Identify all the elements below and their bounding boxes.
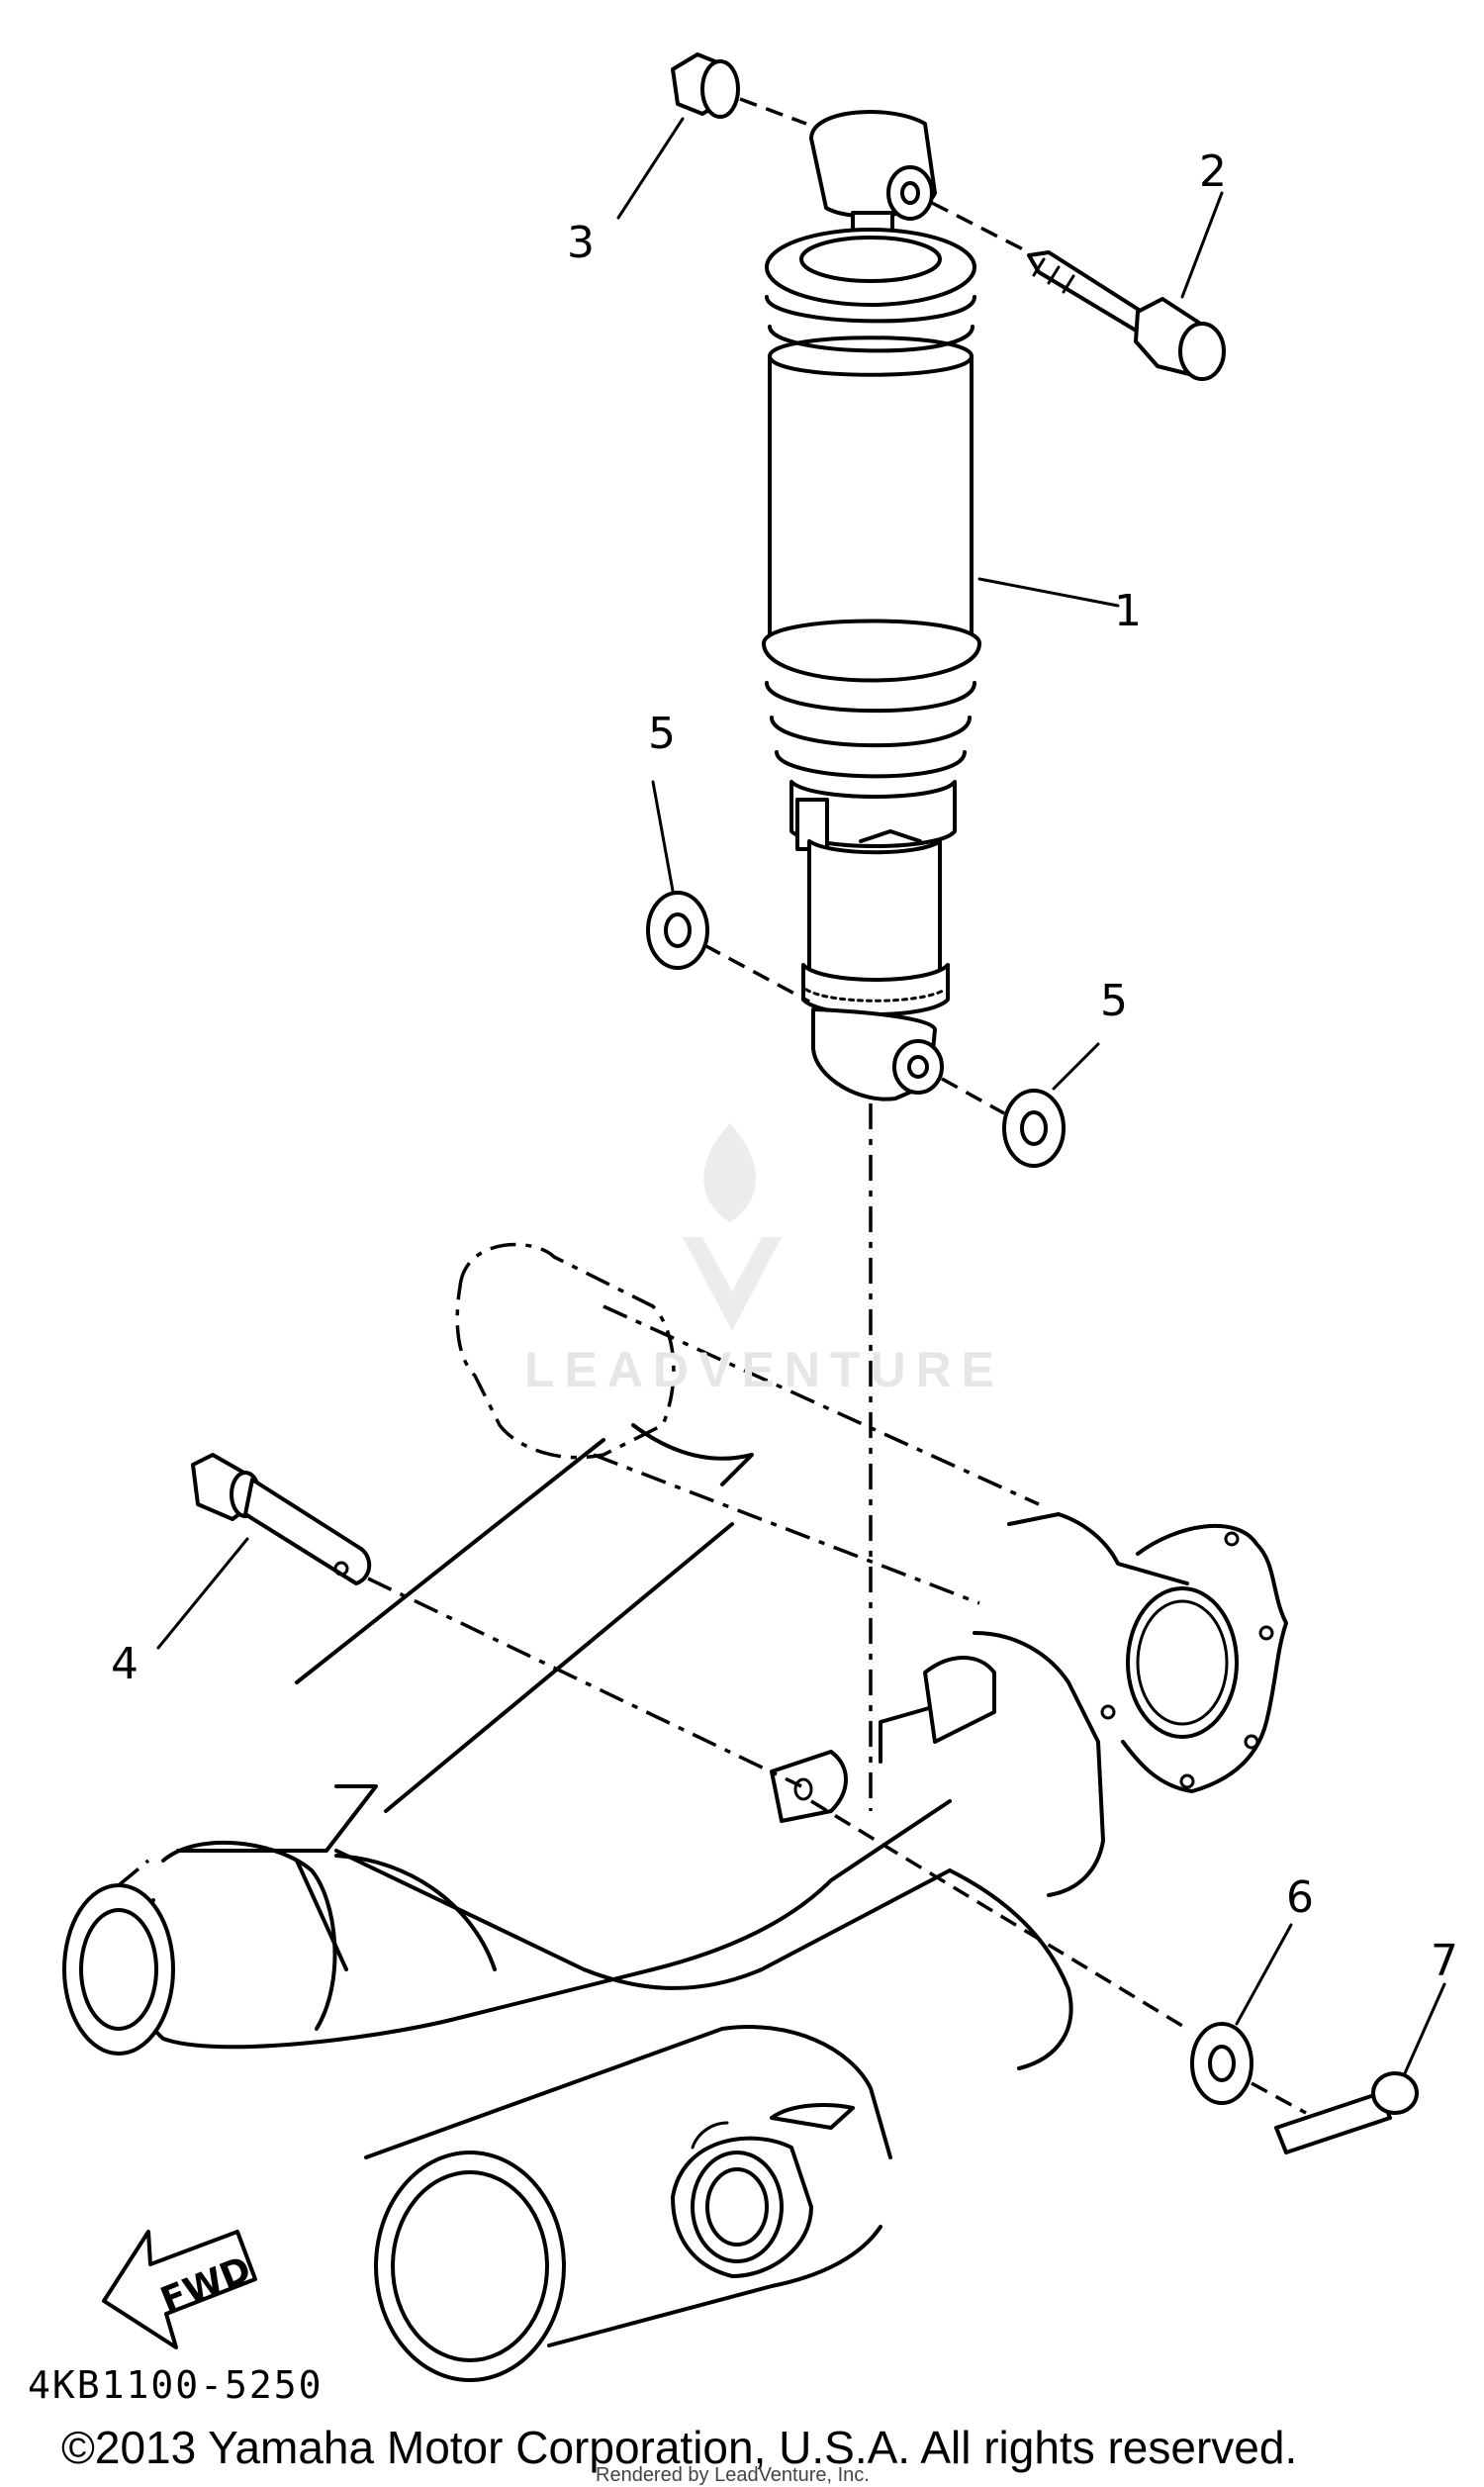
callout-2: 2	[1199, 146, 1227, 197]
diagram-code: 4KB1100-5250	[28, 2363, 324, 2407]
callout-6: 6	[1286, 1872, 1314, 1923]
washer-upper	[646, 780, 810, 1004]
nut	[616, 52, 807, 220]
callout-7: 7	[1431, 1936, 1458, 1986]
watermark-text: LEADVENTURE	[524, 1342, 1005, 1397]
swingarm	[62, 1242, 1288, 2382]
cotter-pin	[1251, 1982, 1446, 2154]
shock-absorber	[762, 110, 1120, 1101]
forward-arrow-icon	[102, 2230, 257, 2349]
washer-lower	[941, 1042, 1100, 1168]
copyright-notice: ©2013 Yamaha Motor Corporation, U.S.A. A…	[61, 2422, 1298, 2473]
washer-axle	[810, 1799, 1293, 2105]
callout-1: 1	[1114, 586, 1142, 636]
pivot-bolt	[156, 1453, 802, 1788]
callout-5-upper: 5	[648, 709, 676, 759]
watermark-logo	[683, 1123, 782, 1331]
callout-5-lower: 5	[1100, 976, 1128, 1026]
bolt	[931, 191, 1226, 381]
callout-3: 3	[567, 218, 595, 268]
callout-4: 4	[111, 1639, 139, 1689]
rendered-by-credit: Rendered by LeadVenture, Inc.	[596, 2464, 870, 2486]
